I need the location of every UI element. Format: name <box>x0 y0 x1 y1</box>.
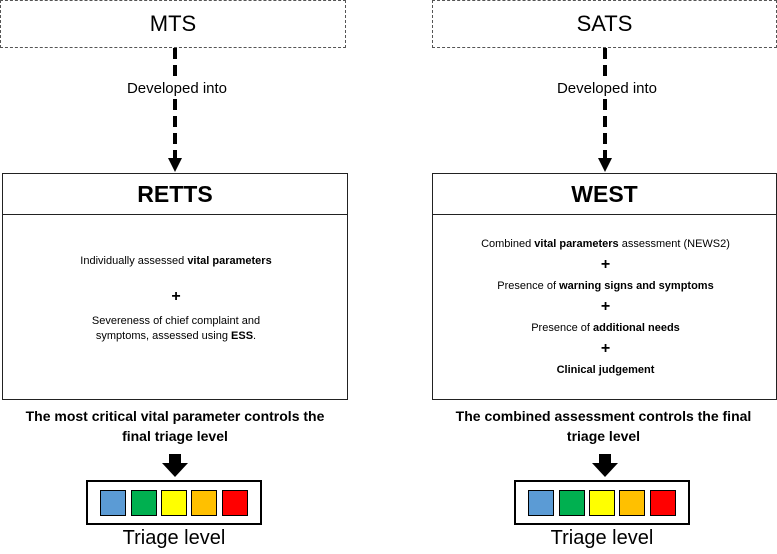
west-combined-end: assessment (NEWS2) <box>618 238 730 250</box>
west-footer: The combined assessment controls the fin… <box>430 406 777 446</box>
left-triage-label: Triage level <box>122 527 226 549</box>
west-warning-text: Presence of <box>497 280 560 292</box>
retts-severity-text: symptoms, assessed using <box>95 330 232 342</box>
sats-box: SATS <box>432 0 777 48</box>
retts-line-vital-text: Individually assessed <box>80 255 188 267</box>
west-footer-line2: triage level <box>566 428 641 444</box>
west-combined-bold: vital parameters <box>534 238 619 250</box>
west-line-combined: Combined vital parameters assessment (NE… <box>433 237 777 251</box>
right-developed-label: Developed into <box>530 80 684 97</box>
left-triage-scale <box>86 480 262 525</box>
triage-orange-square <box>619 489 646 516</box>
west-body: Combined vital parameters assessment (NE… <box>432 214 777 400</box>
triage-blue-square <box>100 489 127 516</box>
retts-line-severity-b: symptoms, assessed using ESS. <box>3 329 349 343</box>
west-title: WEST <box>571 180 638 207</box>
retts-severity-end: . <box>253 330 257 342</box>
left-arrowhead <box>168 158 182 172</box>
triage-red-square <box>649 489 676 516</box>
right-triage-scale <box>514 480 690 525</box>
triage-blue-square <box>528 489 555 516</box>
triage-red-square <box>221 489 248 516</box>
right-arrowhead <box>598 158 612 172</box>
left-block-arrow <box>162 454 188 477</box>
left-developed-label: Developed into <box>100 80 254 97</box>
triage-green-square <box>558 489 585 516</box>
west-line-judgement: Clinical judgement <box>433 363 777 377</box>
triage-yellow-square <box>588 489 615 516</box>
west-header: WEST <box>432 173 777 215</box>
triage-yellow-square <box>160 489 187 516</box>
sats-label: SATS <box>576 11 633 36</box>
retts-body: Individually assessed vital parameters +… <box>2 214 348 400</box>
west-plus-3: + <box>600 340 611 357</box>
west-judgement-bold: Clinical judgement <box>556 364 655 376</box>
retts-plus: + <box>171 288 181 305</box>
west-warning-bold: warning signs and symptoms <box>559 280 714 292</box>
retts-footer-line1: The most critical vital parameter contro… <box>25 408 325 424</box>
west-plus-1: + <box>600 256 611 273</box>
retts-severity-bold: ESS <box>231 330 254 342</box>
west-needs-bold: additional needs <box>592 322 680 334</box>
west-plus-2: + <box>600 298 611 315</box>
right-block-arrow <box>592 454 618 477</box>
west-needs-text: Presence of <box>531 322 593 334</box>
retts-line-vital-bold: vital parameters <box>187 255 272 267</box>
west-line-needs: Presence of additional needs <box>433 321 777 335</box>
mts-box: MTS <box>0 0 346 48</box>
west-combined-text: Combined <box>481 238 535 250</box>
retts-title: RETTS <box>137 180 213 207</box>
west-footer-line1: The combined assessment controls the fin… <box>455 408 752 424</box>
west-line-warning: Presence of warning signs and symptoms <box>433 279 777 293</box>
triage-orange-square <box>191 489 218 516</box>
retts-line-severity-a: Severeness of chief complaint and <box>91 315 261 327</box>
retts-footer-line2: final triage level <box>122 428 228 444</box>
triage-green-square <box>130 489 157 516</box>
retts-line-vital: Individually assessed vital parameters <box>3 254 349 268</box>
right-triage-label: Triage level <box>550 527 654 549</box>
mts-label: MTS <box>149 11 197 36</box>
retts-header: RETTS <box>2 173 348 215</box>
retts-footer: The most critical vital parameter contro… <box>0 406 350 446</box>
